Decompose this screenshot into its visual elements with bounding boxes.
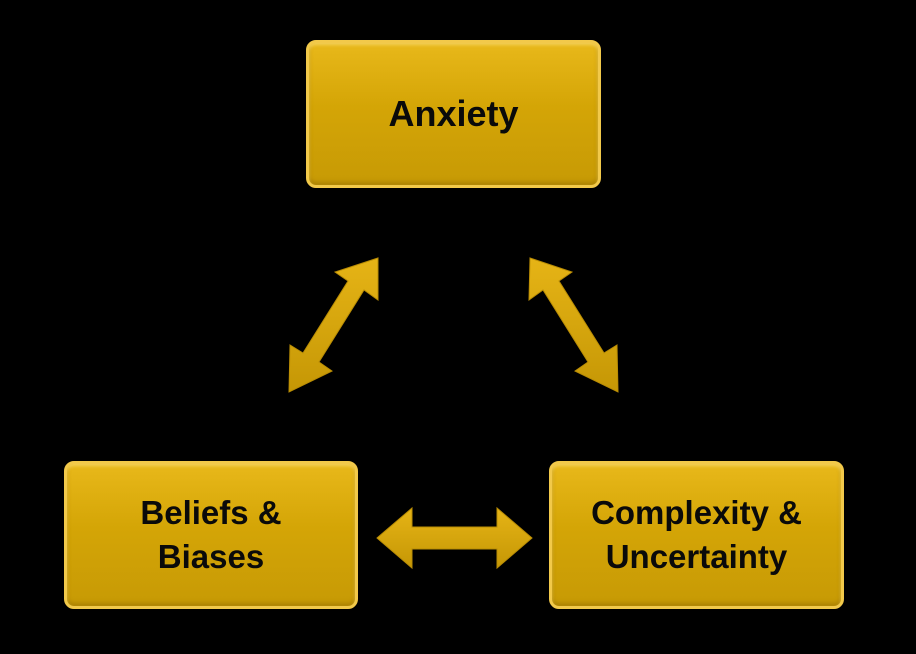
arrow-beliefs-complexity bbox=[376, 506, 533, 570]
anxiety-label: Anxiety bbox=[388, 93, 519, 134]
complexity-label-line1: Complexity & bbox=[591, 494, 802, 531]
anxiety-node: Anxiety bbox=[306, 40, 601, 188]
arrow-anxiety-beliefs bbox=[288, 257, 379, 393]
arrow-anxiety-complexity bbox=[528, 257, 619, 393]
complexity-label-line2: Uncertainty bbox=[605, 538, 788, 575]
beliefs-label-line2: Biases bbox=[157, 538, 265, 575]
beliefs-label-line1: Beliefs & bbox=[140, 494, 282, 531]
complexity-uncertainty-node: Complexity & Uncertainty bbox=[549, 461, 844, 609]
beliefs-biases-node: Beliefs & Biases bbox=[64, 461, 358, 609]
